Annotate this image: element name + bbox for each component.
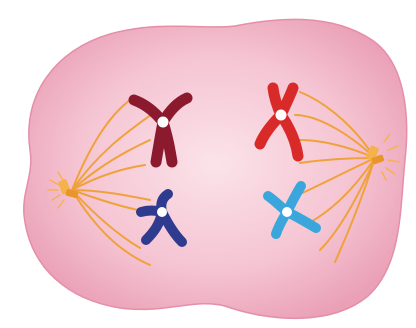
centromere (276, 110, 286, 120)
centromere (283, 208, 292, 217)
centromere (158, 117, 168, 127)
centromere (158, 208, 167, 217)
